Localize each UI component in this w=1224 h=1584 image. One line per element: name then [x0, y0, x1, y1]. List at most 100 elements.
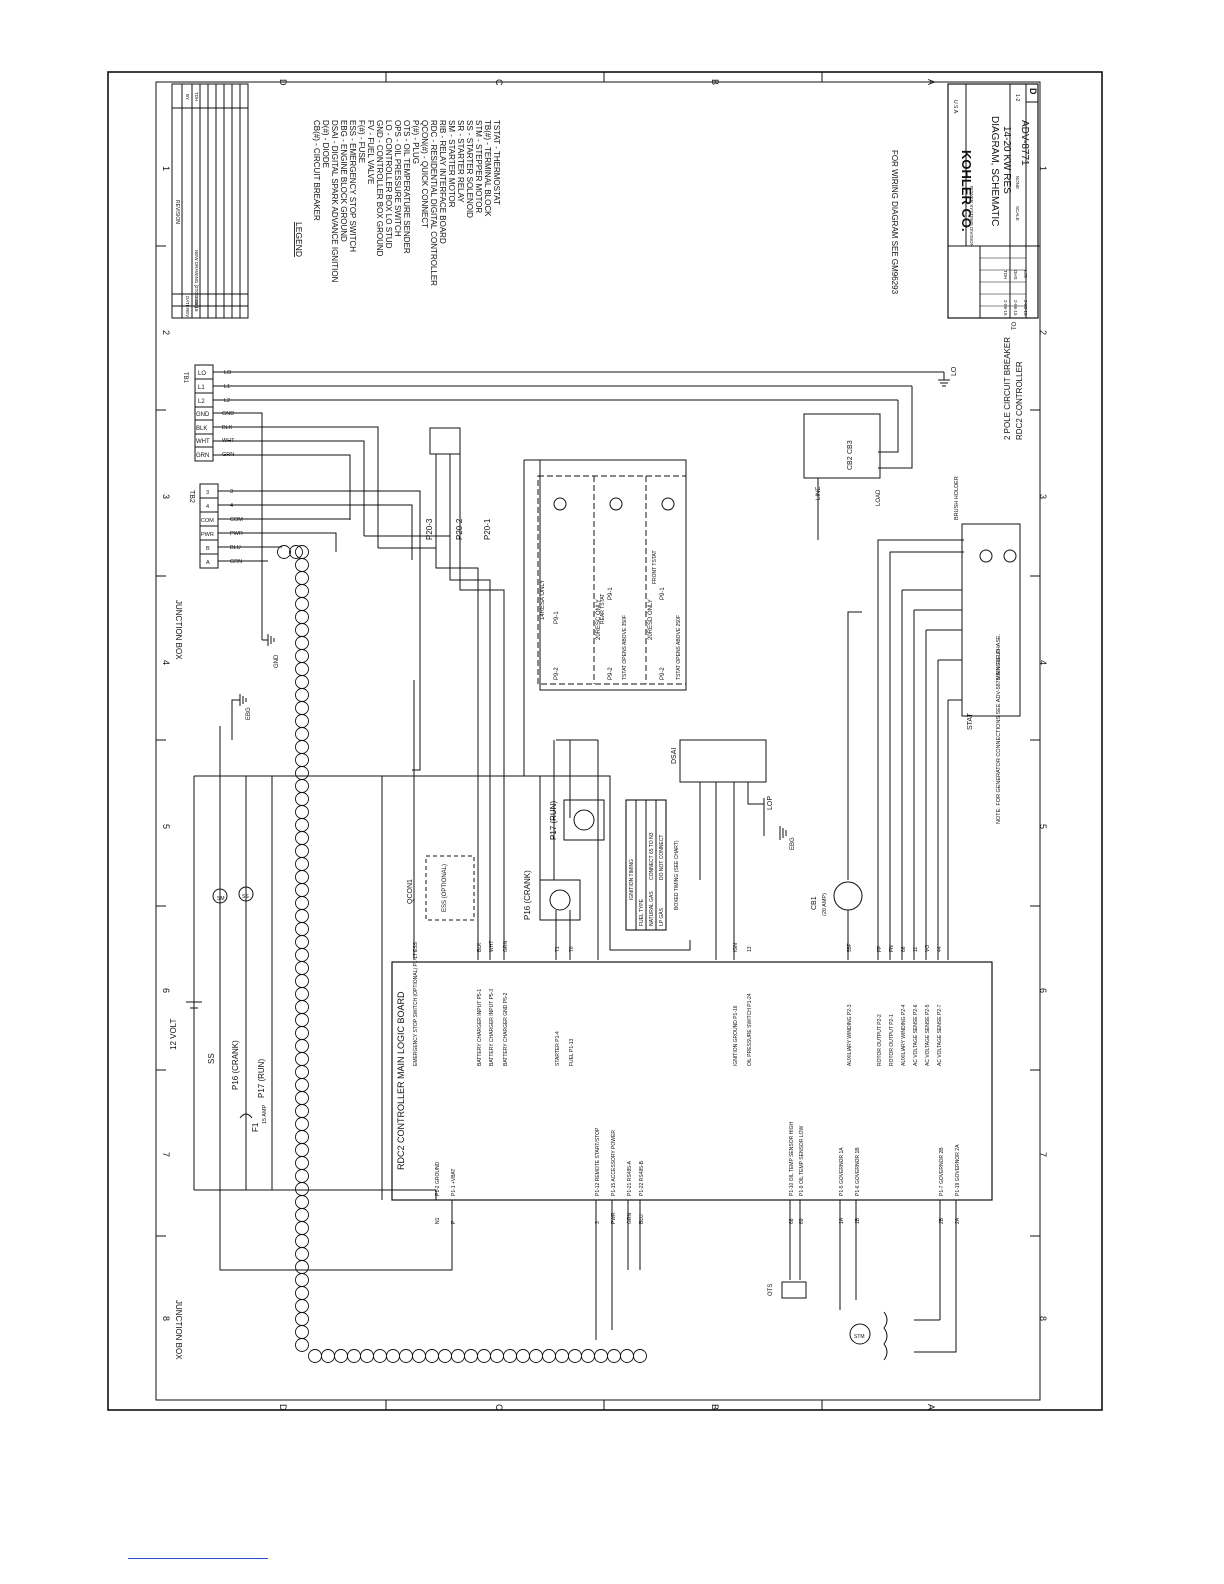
footer-rule	[128, 1558, 268, 1559]
zone-number: 3	[161, 494, 171, 499]
zone-number: 1	[161, 166, 171, 171]
controller-wire-label: ESS	[413, 941, 419, 952]
harness-link	[334, 1349, 348, 1363]
controller-wire-label: 68	[789, 1218, 795, 1224]
legend-item: SS - STARTER SOLENOID	[465, 120, 474, 218]
harness-link	[555, 1349, 569, 1363]
controller-wire-label: 66	[901, 946, 907, 952]
harness-link	[295, 1091, 309, 1105]
harness-link	[295, 740, 309, 754]
wire-label: 3	[230, 489, 233, 495]
tstat-note: TSTAT OPENS ABOVE 350F	[622, 615, 628, 680]
harness-link	[295, 571, 309, 585]
controller-pin-label: P1-1 +VBAT	[451, 1168, 457, 1196]
stat-label: STAT	[967, 712, 974, 730]
zone-number: 3	[1038, 494, 1048, 499]
tb2-terminal: COM	[201, 518, 214, 524]
controller-pin-label: OIL PRESSURE SWITCH P1-24	[747, 993, 753, 1066]
harness-link	[295, 909, 309, 923]
harness-link	[295, 896, 309, 910]
battery-label: 12 VOLT	[169, 1018, 178, 1050]
legend-item: STM - STEPPER MOTOR	[474, 120, 483, 213]
controller-wire-label: 69	[799, 1218, 805, 1224]
harness-link	[295, 1195, 309, 1209]
wire-label: LO	[224, 370, 232, 376]
legend-item: ESS - EMERGENCY STOP SWITCH	[348, 120, 357, 252]
wire-label: BLU	[230, 545, 241, 551]
harness-link	[295, 1143, 309, 1157]
controller-pin-label: P1-22 RS485-B	[639, 1160, 645, 1196]
tb1-terminal: LO	[198, 371, 206, 377]
ss-circle-label: SS	[242, 894, 249, 900]
revision-header: REVISION	[174, 200, 180, 224]
harness-link	[295, 1000, 309, 1014]
harness-link	[295, 1065, 309, 1079]
zone-letter: C	[494, 79, 504, 86]
tstat-sub: REAR TSTAT	[600, 594, 606, 624]
tstat-sub: FRONT TSTAT	[652, 550, 658, 584]
junction-box-label: JUNCTION BOX	[174, 1300, 183, 1360]
wiring	[193, 371, 964, 1353]
harness-chain	[277, 545, 647, 1363]
legend-item: P(#) - PLUG	[411, 120, 420, 164]
p20-3-label: P20-3	[425, 518, 434, 540]
tb2-terminal: PWR	[201, 532, 214, 538]
ots-label: OTS	[768, 1284, 774, 1296]
zone-number: 4	[161, 660, 171, 665]
tstat-left: P9-2	[608, 667, 614, 680]
tstat-left: P9-2	[660, 667, 666, 680]
controller-pin-label: AC VOLTAGE SENSE P2-5	[925, 1004, 931, 1066]
tb1-terminal: L2	[198, 399, 205, 405]
wire-label: GRN	[230, 559, 242, 565]
zone-letter: D	[278, 79, 288, 86]
harness-link	[295, 727, 309, 741]
tb1-terminal: BLK	[196, 426, 207, 432]
harness-link	[295, 857, 309, 871]
controller-wire-label: BLK	[477, 942, 483, 952]
qcon1-ess: QCON1 ESS (OPTIONAL)	[407, 855, 475, 921]
controller-pin-label: FUEL P1-13	[569, 1038, 575, 1066]
harness-link	[295, 1260, 309, 1274]
controller-wire-label: 2A	[955, 1217, 961, 1224]
harness-link	[295, 545, 309, 559]
harness-link	[295, 584, 309, 598]
title-block: KOHLER CO. U.S.A. POWER SYSTEMS DIVISION…	[947, 83, 1039, 319]
title-initials-3: LJS	[1023, 270, 1028, 278]
controller-pin-label: P1-15 ACCESSORY POWER	[611, 1130, 617, 1196]
title-date-2: 2-06-15	[1013, 300, 1018, 316]
controller-wire-label: 55F	[847, 943, 853, 952]
tb2-label: TB2	[188, 490, 195, 503]
controller-wire-label: IGN	[733, 943, 739, 952]
harness-link	[295, 792, 309, 806]
legend-item: D(#) - DIODE	[321, 120, 330, 168]
main-field-label: MAIN FIELD	[996, 649, 1002, 680]
gnd-ground-label: GND	[274, 654, 280, 668]
p17-label: P17 (RUN)	[549, 801, 558, 840]
tstat-row-title: 14RESA ONLY	[540, 580, 546, 620]
company-country: U.S.A.	[952, 100, 958, 114]
harness-link	[607, 1349, 621, 1363]
boxed-timing-label: BOXED TIMING (SEE CHART)	[674, 840, 680, 910]
controller-pin-label: P1-21 RS485-A	[627, 1160, 633, 1196]
harness-link	[516, 1349, 530, 1363]
harness-link	[529, 1349, 543, 1363]
scale-value: NONE	[1015, 176, 1020, 189]
harness-link	[295, 948, 309, 962]
harness-link	[295, 675, 309, 689]
harness-link	[295, 766, 309, 780]
title-date-1: 2-06-15	[1003, 300, 1008, 316]
cb1-amp: (20 AMP)	[822, 893, 828, 916]
date-col-header: DATE	[185, 296, 190, 308]
ots-sensor: OTS	[768, 1281, 807, 1299]
controller-pin-label: BATTERY CHARGER INPUT P5-1	[477, 989, 483, 1066]
harness-link	[633, 1349, 647, 1363]
wire-label: GND	[222, 411, 234, 417]
harness-link	[295, 662, 309, 676]
zone-number: 7	[1038, 1152, 1048, 1157]
company-sub: POWER SYSTEMS DIVISION	[969, 186, 974, 247]
controller-title: RDC2 CONTROLLER MAIN LOGIC BOARD	[396, 991, 406, 1170]
harness-link	[295, 649, 309, 663]
zone-letter: B	[710, 1404, 720, 1410]
harness-link	[295, 1117, 309, 1131]
cb1-breaker: CB1 (20 AMP)	[811, 881, 863, 916]
